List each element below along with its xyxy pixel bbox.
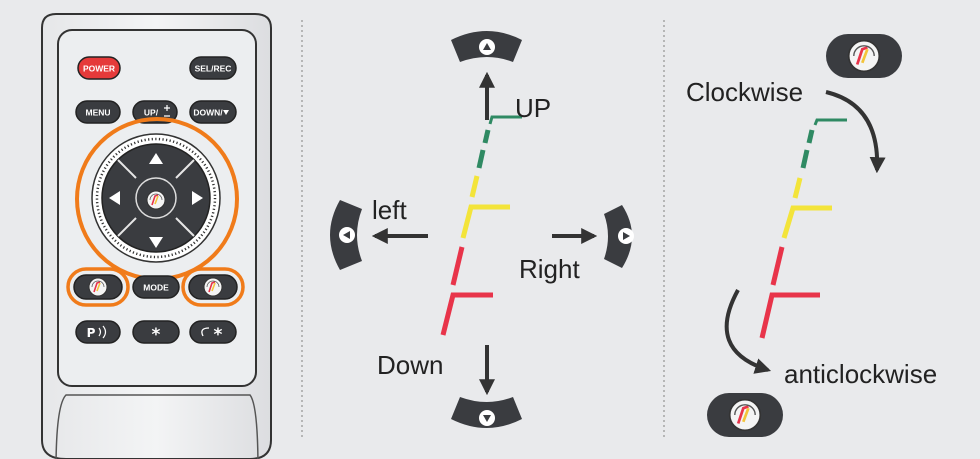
rotate-guide-panel: Clockwise anticlockwise [686, 34, 937, 437]
rotate-clockwise-button[interactable] [188, 274, 238, 300]
star-alt-button-label: * [214, 325, 223, 345]
camera-guide-icon [847, 39, 881, 73]
anticlockwise-arrow [724, 289, 772, 374]
power-button-label: POWER [83, 64, 115, 74]
menu-button[interactable]: MENU [75, 100, 121, 124]
down-pad-button [451, 397, 522, 428]
dpad-left-arrow-icon[interactable] [109, 191, 120, 205]
plus-minus-icon [164, 105, 170, 117]
anticlockwise-label: anticlockwise [784, 359, 937, 389]
up-pad-button [451, 31, 522, 62]
shift-guide-panel: UP left Right Down [330, 31, 634, 428]
rotate-anticlockwise-button[interactable] [73, 274, 123, 300]
dpad-up-arrow-icon[interactable] [149, 153, 163, 164]
mode-button[interactable]: MODE [132, 275, 180, 299]
anticlockwise-button-illustration [707, 393, 783, 437]
star-alt-button[interactable]: * [189, 320, 237, 345]
menu-button-label: MENU [85, 108, 110, 118]
right-label: Right [519, 254, 580, 284]
camera-guide-icon [146, 190, 166, 210]
star-button[interactable]: * [132, 320, 180, 345]
camera-guide-icon [203, 277, 223, 297]
mode-button-label: MODE [143, 283, 169, 293]
down-button[interactable]: DOWN/ [189, 100, 237, 124]
down-button-label: DOWN/ [193, 108, 223, 118]
triangle-down-icon [223, 110, 229, 115]
camera-guide-icon [728, 398, 762, 432]
parking-guide-lines-rotated [759, 118, 847, 339]
sel-rec-button-label: SEL/REC [195, 64, 232, 74]
down-label: Down [377, 350, 443, 380]
dpad-down-arrow-icon[interactable] [149, 237, 163, 248]
triangle-down-icon [483, 415, 491, 422]
up-label: UP [515, 93, 551, 123]
camera-guide-icon [88, 277, 108, 297]
up-button-label: UP/ [144, 108, 159, 118]
sound-wave-icon [98, 325, 107, 339]
parking-guide-lines [440, 115, 522, 336]
dpad-right-arrow-icon[interactable] [192, 191, 203, 205]
dpad-center-button[interactable] [135, 177, 177, 219]
clockwise-button-illustration [826, 34, 902, 78]
clockwise-highlight-ring [181, 267, 245, 307]
p-button-label: P [87, 326, 96, 340]
power-button[interactable]: POWER [77, 56, 121, 80]
star-button-label: * [152, 325, 161, 345]
anticlockwise-highlight-ring [66, 267, 130, 307]
triangle-left-icon [343, 231, 350, 239]
clockwise-label: Clockwise [686, 77, 803, 107]
sel-rec-button[interactable]: SEL/REC [189, 56, 237, 80]
remote-control: POWER SEL/REC MENU UP/ DOWN/ [41, 13, 272, 459]
curve-arrow-icon [201, 327, 210, 337]
clockwise-arrow [825, 90, 886, 174]
left-label: left [372, 195, 407, 225]
left-pad-button [330, 200, 362, 270]
triangle-right-icon [623, 232, 630, 240]
right-pad-button [604, 205, 634, 268]
direction-pad [91, 133, 221, 263]
p-button[interactable]: P [75, 320, 121, 344]
triangle-up-icon [483, 43, 491, 50]
